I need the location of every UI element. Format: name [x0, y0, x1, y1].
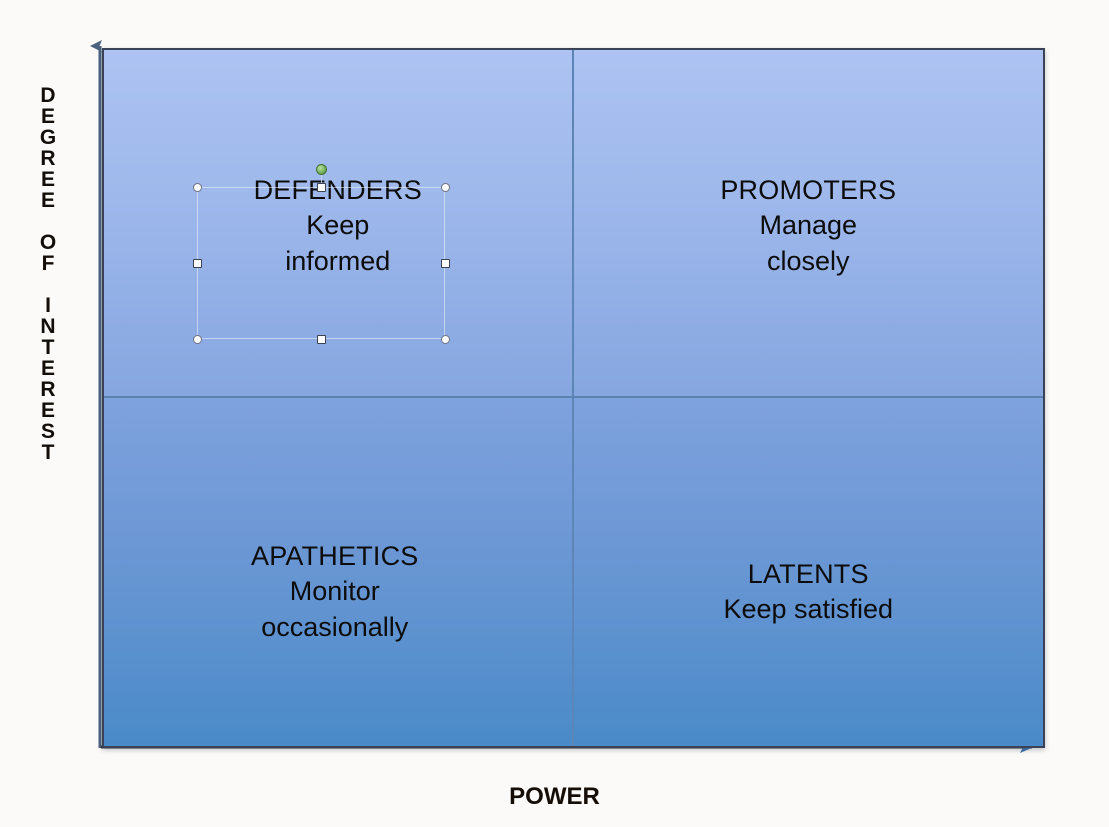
resize-handle-bottom-left[interactable]: [192, 334, 202, 344]
resize-handle-bottom-right[interactable]: [440, 334, 450, 344]
quadrant-promoters-title: PROMOTERS: [720, 175, 897, 206]
rotate-handle[interactable]: [315, 164, 327, 175]
quadrant-defenders-line-2: informed: [285, 245, 391, 276]
quadrant-defenders[interactable]: DEFENDERS Keep informed: [104, 50, 574, 398]
resize-handle-bottom-center[interactable]: [316, 334, 326, 344]
resize-handle-top-right[interactable]: [440, 182, 450, 192]
y-axis-label: D E G R E E O F I N T E R E S T: [39, 84, 57, 464]
resize-handle-middle-left[interactable]: [192, 258, 202, 268]
stakeholder-matrix: DEFENDERS Keep informed PROMOTERS Manage…: [102, 48, 1045, 748]
quadrant-defenders-line-1: Keep: [306, 210, 370, 241]
quadrant-promoters[interactable]: PROMOTERS Manage closely: [573, 50, 1043, 398]
quadrant-apathetics-line-1: Monitor: [289, 576, 380, 607]
quadrant-promoters-text: PROMOTERS Manage closely: [720, 173, 896, 278]
rotate-handle-stem: [320, 168, 322, 187]
resize-handle-top-left[interactable]: [192, 182, 202, 192]
quadrant-promoters-line-1: Manage: [759, 210, 858, 241]
quadrant-defenders-title: DEFENDERS: [253, 175, 422, 206]
quadrant-apathetics-text: APATHETICS Monitor occasionally: [251, 539, 419, 644]
resize-handle-middle-right[interactable]: [440, 258, 450, 268]
quadrant-defenders-text: DEFENDERS Keep informed: [254, 173, 422, 278]
quadrant-apathetics[interactable]: APATHETICS Monitor occasionally: [104, 398, 574, 746]
quadrant-latents-line-1: Keep satisfied: [723, 594, 894, 624]
quadrant-latents[interactable]: LATENTS Keep satisfied: [573, 398, 1043, 746]
quadrant-latents-title: LATENTS: [747, 558, 869, 589]
x-axis-label: POWER: [509, 783, 600, 810]
selection-outline: [197, 187, 445, 339]
textbox-selection-overlay[interactable]: [192, 164, 450, 344]
quadrant-apathetics-line-2: occasionally: [261, 611, 409, 642]
quadrant-apathetics-title: APATHETICS: [250, 541, 419, 572]
quadrant-promoters-line-2: closely: [766, 245, 850, 276]
resize-handle-top-center[interactable]: [316, 182, 326, 192]
quadrant-latents-text: LATENTS Keep satisfied: [723, 557, 893, 627]
